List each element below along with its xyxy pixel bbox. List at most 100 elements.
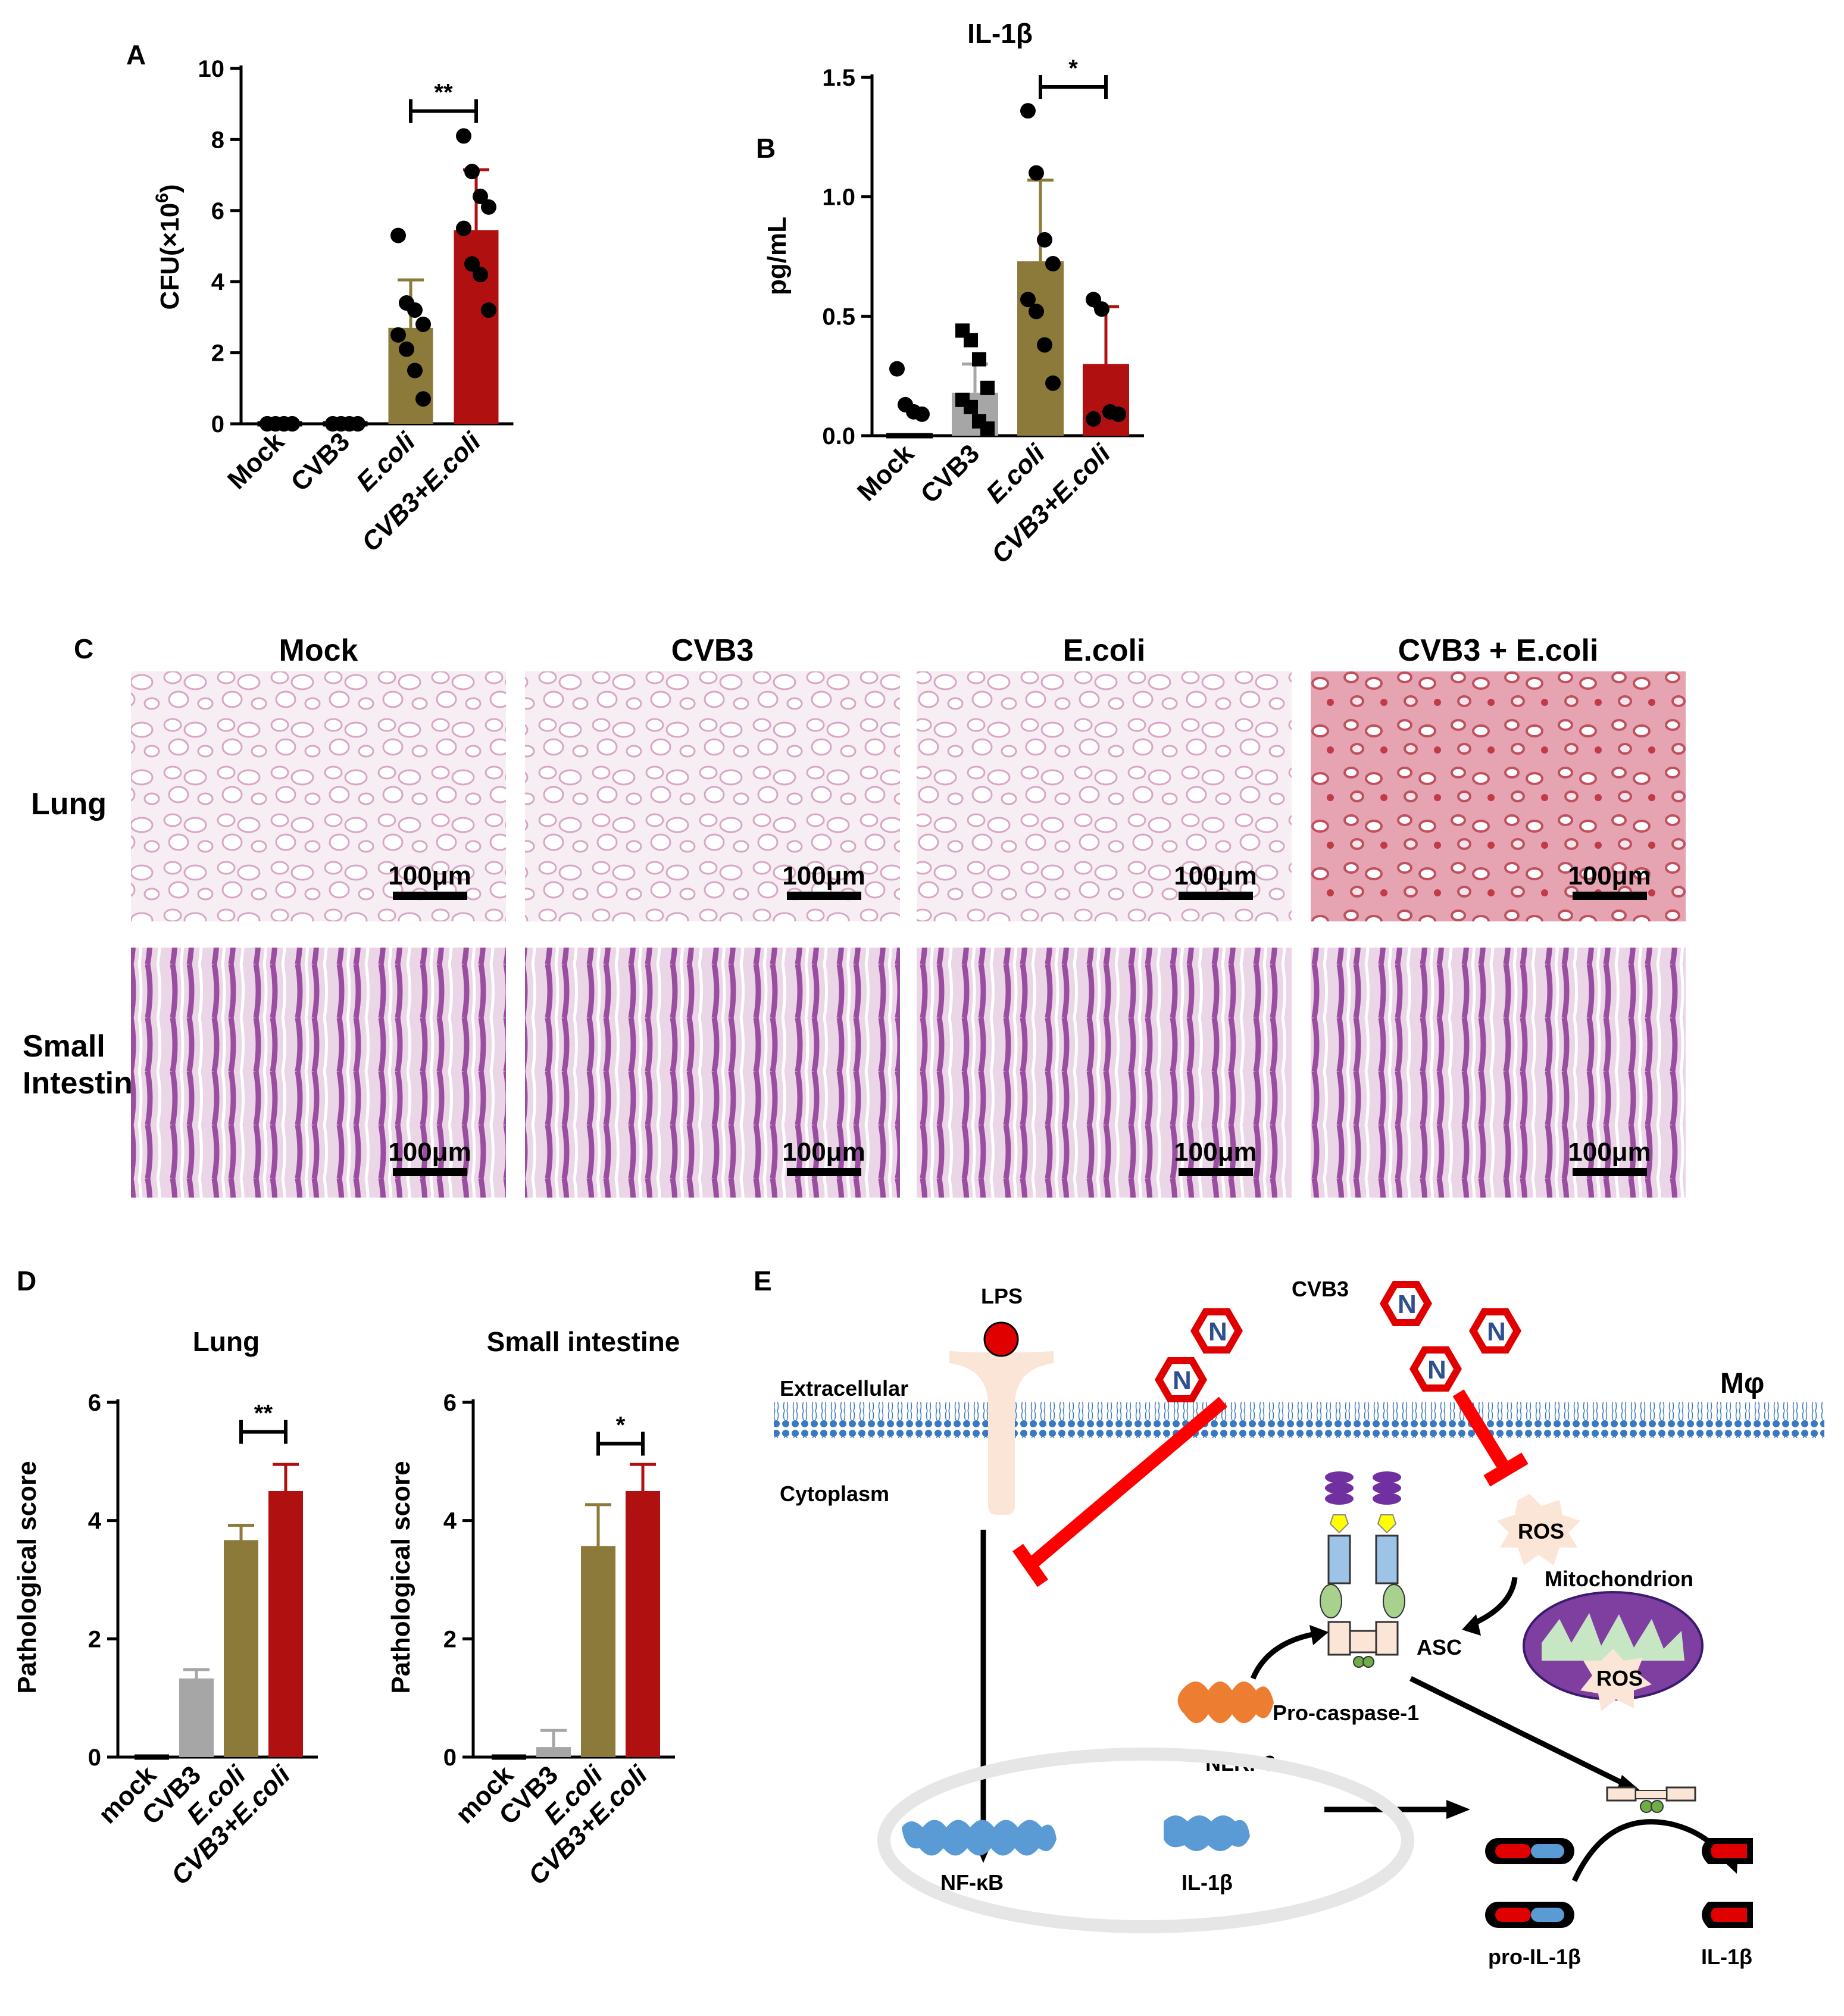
histology-column-header: E.coli <box>1063 633 1146 668</box>
category-label: CVB3 <box>285 427 355 497</box>
label-pro-il1b: pro-IL-1β <box>1488 1945 1581 1969</box>
y-tick-label: 1.0 <box>822 185 855 211</box>
inhibition-arrow-ros <box>1452 1389 1529 1487</box>
data-point <box>1020 292 1036 308</box>
chart-title: IL-1β <box>967 18 1033 49</box>
scale-bar-label: 100μm <box>1568 861 1651 890</box>
nfkb-protein <box>902 1820 1057 1856</box>
label-extracellular: Extracellular <box>780 1376 908 1401</box>
data-point <box>980 421 995 436</box>
virus-n: N <box>1398 1290 1417 1319</box>
histology-image <box>917 671 1292 921</box>
bar <box>268 1491 303 1757</box>
histology-image <box>131 948 506 1198</box>
label-macrophage: Mφ <box>1720 1368 1764 1399</box>
histology-image <box>1311 671 1686 921</box>
y-tick-label: 6 <box>211 198 224 224</box>
scale-bar <box>1179 1168 1253 1176</box>
data-point <box>456 220 471 236</box>
scale-bar-label: 100μm <box>1174 861 1257 890</box>
panel-letter-a: A <box>126 39 146 70</box>
y-tick-label: 6 <box>88 1390 101 1416</box>
data-point <box>1037 232 1052 248</box>
label-lps: LPS <box>981 1284 1023 1308</box>
category-label: Mock <box>852 439 920 507</box>
y-axis-label: Pathological score <box>386 1461 415 1693</box>
data-point <box>473 267 488 283</box>
bar <box>581 1546 615 1757</box>
panel-letter-c: C <box>74 633 93 664</box>
category-label: CVB3 <box>915 439 985 509</box>
scale-bar <box>787 1168 861 1176</box>
significance-label: * <box>616 1412 626 1439</box>
label-cytoplasm: Cytoplasm <box>780 1481 889 1506</box>
bar <box>626 1491 660 1757</box>
y-tick-label: 4 <box>211 269 225 295</box>
chart-title: Lung <box>193 1326 260 1357</box>
panel-a: A 0246810CFU(×106)MockCVB3E.coliCVB3+E.c… <box>126 39 514 557</box>
significance-label: ** <box>434 80 453 106</box>
cvb3-virus: N <box>1380 1281 1432 1326</box>
label-mitochondrion: Mitochondrion <box>1545 1567 1693 1591</box>
label-ros-1: ROS <box>1518 1519 1564 1543</box>
panel-letter-b: B <box>756 133 776 164</box>
y-tick-label: 0.0 <box>822 423 855 449</box>
tlr4-receptor <box>949 1351 1054 1515</box>
data-point <box>399 341 414 357</box>
chart-a: 0246810CFU(×106)MockCVB3E.coliCVB3+E.col… <box>152 56 514 557</box>
y-axis-label: Pathological score <box>12 1461 42 1693</box>
y-tick-label: 6 <box>443 1390 457 1416</box>
histology-row-label: Lung <box>31 787 107 821</box>
y-axis-label: CFU(×106) <box>152 184 185 310</box>
mitochondrion <box>1523 1591 1704 1711</box>
data-point <box>407 362 423 379</box>
y-tick-label: 0.5 <box>822 304 855 330</box>
chart-title: Small intestine <box>487 1326 680 1357</box>
data-point <box>964 399 978 414</box>
data-point <box>889 361 905 377</box>
y-tick-label: 0 <box>443 1745 457 1771</box>
panel-letter-e: E <box>754 1265 772 1296</box>
panel-b: B 0.00.51.01.5IL-1βpg/mLMockCVB3E.coliCV… <box>756 18 1144 569</box>
y-tick-label: 8 <box>211 127 224 153</box>
histology-image <box>917 948 1292 1198</box>
data-point <box>481 302 496 318</box>
scale-bar-label: 100μm <box>1568 1137 1651 1167</box>
label-nfkb: NF-κB <box>940 1870 1004 1895</box>
histology-column-header: CVB3 <box>671 633 754 668</box>
label-pro-caspase-1: Pro-caspase-1 <box>1273 1701 1419 1725</box>
scale-bar <box>787 892 861 900</box>
scale-bar <box>1573 1168 1647 1176</box>
panel-e: E Extracellular Cytoplasm Mφ LPS N N N <box>754 1265 1824 1969</box>
nucleus <box>877 1748 1414 1933</box>
data-point <box>1045 375 1061 391</box>
y-tick-label: 4 <box>443 1508 457 1534</box>
scale-bar-label: 100μm <box>388 1137 471 1167</box>
histology-column-header: CVB3 + E.coli <box>1398 633 1599 668</box>
label-il1b: IL-1β <box>1701 1945 1752 1969</box>
scale-bar <box>393 892 467 900</box>
data-point <box>972 352 986 367</box>
label-asc: ASC <box>1417 1635 1462 1659</box>
mature-il1b <box>1702 1838 1753 1928</box>
data-point <box>415 391 431 407</box>
bar <box>224 1540 258 1757</box>
data-point <box>390 227 406 243</box>
data-point <box>481 199 496 215</box>
data-point <box>350 416 365 432</box>
data-point <box>456 128 471 144</box>
data-point <box>390 327 406 343</box>
y-tick-label: 2 <box>211 340 224 367</box>
scale-bar-label: 100μm <box>388 861 471 890</box>
scale-bar <box>1573 892 1647 900</box>
y-tick-label: 0 <box>88 1745 101 1771</box>
significance-label: ** <box>254 1401 273 1427</box>
data-point <box>980 380 995 395</box>
y-tick-label: 2 <box>443 1626 457 1652</box>
significance-label: * <box>1068 55 1078 82</box>
y-tick-label: 10 <box>198 56 225 82</box>
nlrp3-protein <box>1177 1681 1274 1723</box>
